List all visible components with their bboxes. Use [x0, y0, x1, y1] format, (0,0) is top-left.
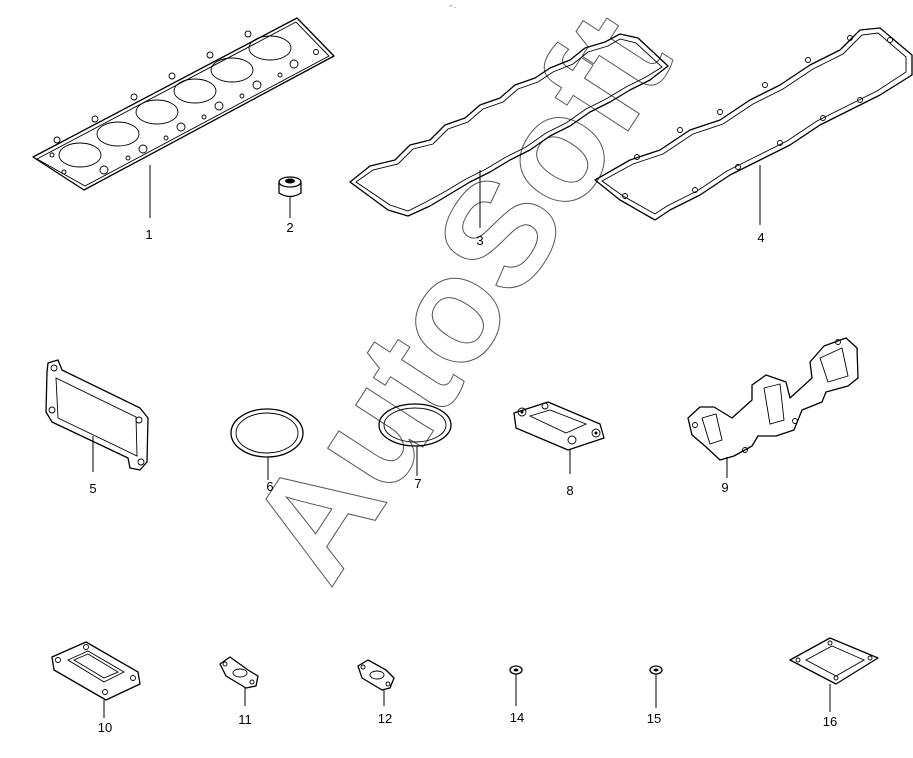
label-1: 1 [145, 227, 152, 242]
label-9: 9 [721, 480, 728, 495]
label-11: 11 [238, 712, 252, 727]
label-3: 3 [476, 233, 483, 248]
part-1-head-gasket[interactable] [32, 17, 335, 218]
part-2-valve-stem-seal[interactable] [278, 176, 302, 218]
label-10: 10 [98, 720, 112, 735]
part-14-washer[interactable] [509, 665, 523, 706]
part-15-washer[interactable] [649, 665, 663, 708]
label-5: 5 [89, 481, 96, 496]
label-16: 16 [823, 714, 837, 729]
label-8: 8 [566, 483, 573, 498]
part-16-square-gasket[interactable] [789, 637, 879, 712]
part-3-valve-cover-gasket[interactable] [349, 33, 669, 228]
part-11-gasket[interactable] [219, 656, 259, 706]
corner-mark: °° ‥ [450, 4, 457, 9]
label-7: 7 [414, 476, 421, 491]
part-9-exhaust-manifold-gasket[interactable] [687, 337, 859, 478]
label-6: 6 [266, 479, 273, 494]
label-12: 12 [378, 711, 392, 726]
part-6-sealing-ring[interactable] [230, 408, 304, 480]
part-10-flange-gasket[interactable] [51, 641, 141, 718]
part-7-sealing-ring[interactable] [378, 403, 452, 476]
label-14: 14 [510, 710, 524, 725]
label-4: 4 [757, 230, 764, 245]
label-2: 2 [286, 220, 293, 235]
part-12-gasket[interactable] [357, 659, 395, 706]
part-8-turbo-flange-gasket[interactable] [513, 401, 605, 474]
part-5-gasket[interactable] [45, 359, 149, 472]
part-4-rocker-cover-gasket[interactable] [594, 27, 913, 225]
label-15: 15 [647, 711, 661, 726]
